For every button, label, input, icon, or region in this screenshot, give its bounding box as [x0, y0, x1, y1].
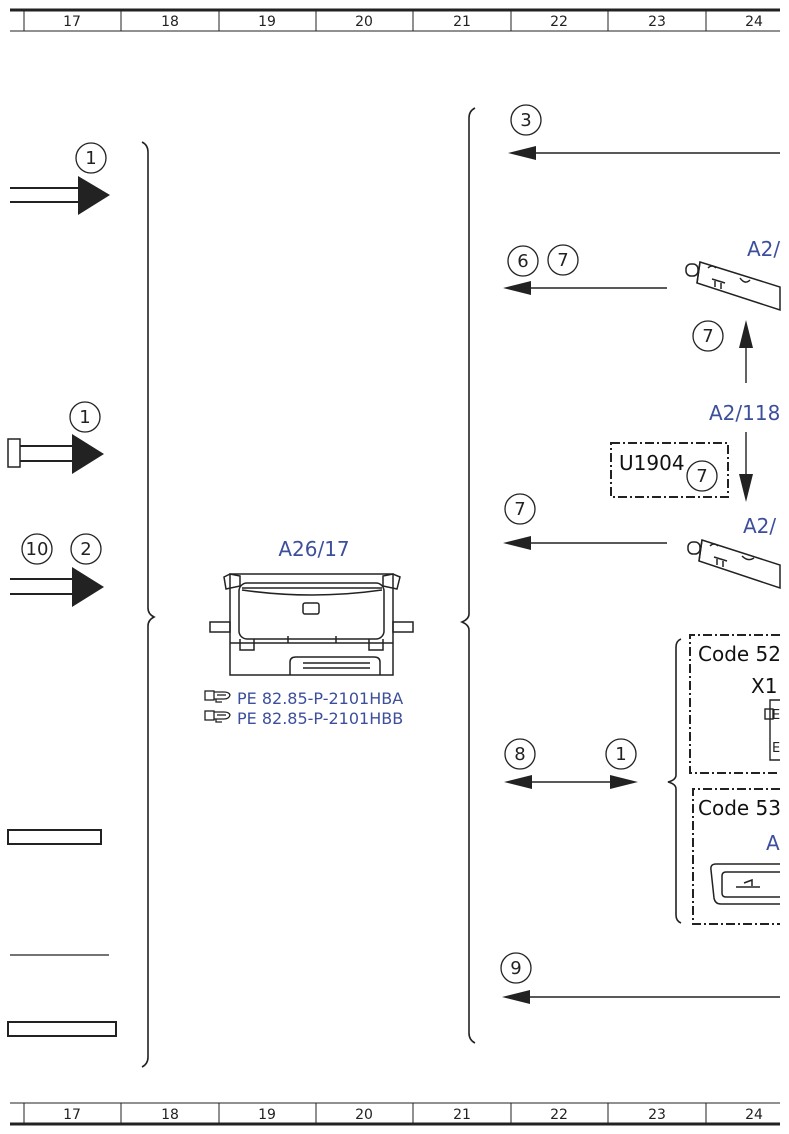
- left-bus-lines: [7, 829, 117, 1037]
- ruler-top-24: 24: [745, 14, 763, 30]
- ruler-top-22: 22: [550, 14, 568, 30]
- code-53-label: Code 53: [698, 796, 781, 820]
- top-ruler: 17 18 19 20 21 22 23 24: [10, 8, 780, 32]
- connector-icon: E E: [764, 699, 780, 761]
- a2-118-label: A2/118: [709, 401, 780, 425]
- antenna-module-low: [687, 539, 781, 590]
- pointing-hand-icon: [204, 710, 231, 723]
- marker-6: 6: [517, 251, 528, 272]
- ruler-bottom-17: 17: [63, 1107, 81, 1123]
- code-brace: [667, 638, 682, 924]
- module-drawing: [710, 863, 780, 905]
- a2-low-label: A2/: [743, 514, 776, 538]
- left-brace: [141, 141, 156, 1068]
- u1904-box: U1904 7: [610, 442, 729, 498]
- marker-8: 8: [514, 744, 525, 765]
- x1-label: X1: [751, 674, 777, 698]
- ruler-bottom-18: 18: [161, 1107, 179, 1123]
- antenna-module-top: [685, 261, 781, 312]
- signal-arrow-6-7: 6 7: [503, 244, 667, 295]
- ruler-bottom-21: 21: [453, 1107, 471, 1123]
- marker-10: 10: [26, 539, 49, 560]
- pe-ref-hbb[interactable]: PE 82.85-P-2101HBB: [237, 709, 403, 728]
- ruler-top-21: 21: [453, 14, 471, 30]
- marker-1-mid: 1: [79, 407, 90, 428]
- marker-9: 9: [510, 958, 521, 979]
- signal-arrow-3: 3: [508, 104, 780, 160]
- bidirectional-link-8-1: 8 1: [504, 738, 638, 789]
- code-53-component-label: A: [766, 831, 780, 855]
- left-input-2: 1: [7, 401, 104, 474]
- u1904-label: U1904: [619, 451, 685, 475]
- ruler-top-19: 19: [258, 14, 276, 30]
- radio-unit-drawing: [209, 573, 414, 676]
- marker-3: 3: [520, 110, 531, 131]
- a2-top-label: A2/: [747, 237, 780, 261]
- ruler-bottom-20: 20: [355, 1107, 373, 1123]
- marker-7-lower: 7: [514, 499, 525, 520]
- ruler-top-20: 20: [355, 14, 373, 30]
- bottom-ruler: 17 18 19 20 21 22 23 24: [10, 1102, 780, 1126]
- left-input-1: 1: [10, 142, 110, 215]
- ruler-bottom-23: 23: [648, 1107, 666, 1123]
- marker-7-vertical: 7: [702, 326, 713, 347]
- marker-circle: [75, 142, 107, 174]
- component-label: A26/17: [278, 537, 349, 561]
- ruler-bottom-19: 19: [258, 1107, 276, 1123]
- svg-text:E: E: [772, 741, 780, 756]
- marker-7-top: 7: [557, 250, 568, 271]
- marker-1-top: 1: [85, 148, 96, 169]
- ruler-top-23: 23: [648, 14, 666, 30]
- code-52-label: Code 52: [698, 642, 781, 666]
- pe-ref-1[interactable]: PE 82.85-P-2101HBA: [204, 689, 403, 708]
- middle-brace: [459, 107, 476, 1044]
- marker-1-right: 1: [615, 744, 626, 765]
- marker-2: 2: [80, 539, 91, 560]
- ruler-bottom-24: 24: [745, 1107, 763, 1123]
- ruler-top-18: 18: [161, 14, 179, 30]
- pe-ref-hba[interactable]: PE 82.85-P-2101HBA: [237, 689, 403, 708]
- pointing-hand-icon: [204, 690, 231, 703]
- code-52-box: Code 52 X1 E E: [689, 634, 781, 774]
- code-53-box: Code 53 A: [692, 788, 781, 925]
- pe-ref-2[interactable]: PE 82.85-P-2101HBB: [204, 709, 403, 728]
- signal-arrow-9: 9: [500, 952, 780, 1004]
- vertical-link: 7 A2/118: [692, 320, 780, 502]
- signal-arrow-7: 7: [503, 493, 667, 550]
- svg-text:E: E: [772, 708, 780, 723]
- left-input-3: 10 2: [10, 533, 104, 607]
- marker-7-u1904: 7: [696, 466, 707, 487]
- ruler-top-17: 17: [63, 14, 81, 30]
- ruler-bottom-22: 22: [550, 1107, 568, 1123]
